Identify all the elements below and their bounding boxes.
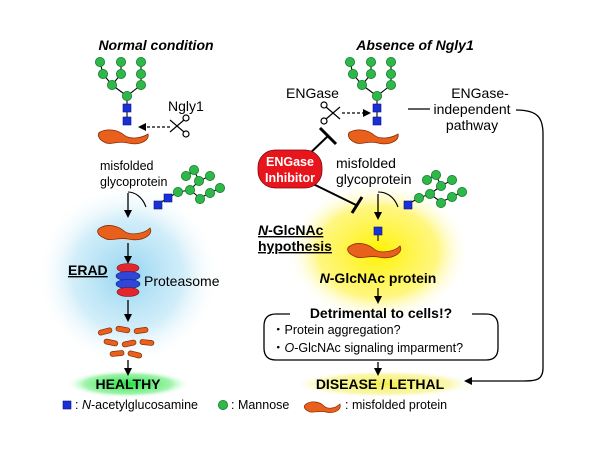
legend-glcnac-label: : N-acetylglucosamine bbox=[75, 398, 198, 412]
disease-glow bbox=[293, 370, 477, 398]
legend-mannose-label: : Mannose bbox=[231, 398, 289, 412]
inhibitor-label-1: ENGase bbox=[266, 155, 314, 169]
left-glycan-tree bbox=[95, 57, 147, 126]
right-protein-nglcnac bbox=[347, 243, 402, 259]
peptide-fragments bbox=[97, 325, 155, 359]
left-protein-top bbox=[97, 129, 149, 145]
detrimental-label: Detrimental to cells!? bbox=[310, 305, 452, 321]
engase-scissors-icon bbox=[320, 101, 341, 125]
left-released-glycan bbox=[153, 164, 226, 210]
bullet-2: ・O-GlcNAc signaling imparment? bbox=[272, 341, 463, 355]
legend-protein-label: : misfolded protein bbox=[345, 398, 447, 412]
engase-label: ENGase bbox=[286, 85, 339, 101]
hypothesis-label-2: hypothesis bbox=[258, 238, 332, 254]
left-protein-deglycosylated bbox=[97, 225, 152, 241]
right-protein-top bbox=[347, 129, 399, 145]
right-heading: Absence of Ngly1 bbox=[355, 37, 474, 53]
nglcnac-residue bbox=[373, 226, 383, 236]
legend-mannose-icon bbox=[217, 399, 228, 410]
healthy-label: HEALTHY bbox=[95, 376, 161, 392]
inhibit-bar-top bbox=[318, 126, 338, 146]
independent-label-3: pathway bbox=[446, 117, 498, 133]
hypothesis-text: -GlcNAc bbox=[268, 222, 323, 238]
nglcnac-protein-label: N-GlcNAc protein bbox=[320, 270, 437, 286]
misfolded-right-line1: misfolded bbox=[336, 155, 396, 171]
misfolded-left-line1: misfolded bbox=[100, 159, 154, 173]
right-glycan-tree bbox=[344, 57, 397, 126]
independent-label-1: ENGase- bbox=[451, 85, 509, 101]
healthy-glow bbox=[66, 370, 190, 398]
independent-label-2: independent bbox=[433, 101, 510, 117]
legend-protein-icon bbox=[303, 401, 341, 413]
legend-glcnac-icon bbox=[62, 400, 72, 410]
right-release-curve bbox=[377, 191, 399, 208]
hypothesis-label-1: N-GlcNAc bbox=[258, 222, 324, 238]
ngly1-scissors-icon bbox=[169, 114, 190, 138]
detrimental-box bbox=[263, 313, 499, 361]
independent-pathway-arrow bbox=[464, 109, 544, 385]
inhibit-bar-bottom bbox=[350, 196, 364, 214]
proteasome-label: Proteasome bbox=[144, 273, 220, 289]
inhibitor-label-2: Inhibitor bbox=[265, 171, 315, 185]
ngly1-label: Ngly1 bbox=[168, 98, 204, 114]
proteasome-icon bbox=[115, 263, 141, 297]
left-heading: Normal condition bbox=[98, 37, 213, 53]
legend: : N-acetylglucosamine : Mannose : misfol… bbox=[62, 398, 447, 413]
misfolded-right-line2: glycoprotein bbox=[336, 171, 412, 187]
disease-label: DISEASE / LETHAL bbox=[316, 376, 445, 392]
left-release-curve bbox=[127, 191, 147, 208]
hypothesis-prefix: N bbox=[258, 222, 269, 238]
right-released-glycan bbox=[403, 169, 468, 210]
erad-label: ERAD bbox=[68, 262, 108, 278]
misfolded-left-line2: glycoprotein bbox=[100, 175, 167, 189]
bullet-1: ・Protein aggregation? bbox=[272, 323, 401, 337]
engase-inhibitor-badge bbox=[257, 149, 323, 189]
